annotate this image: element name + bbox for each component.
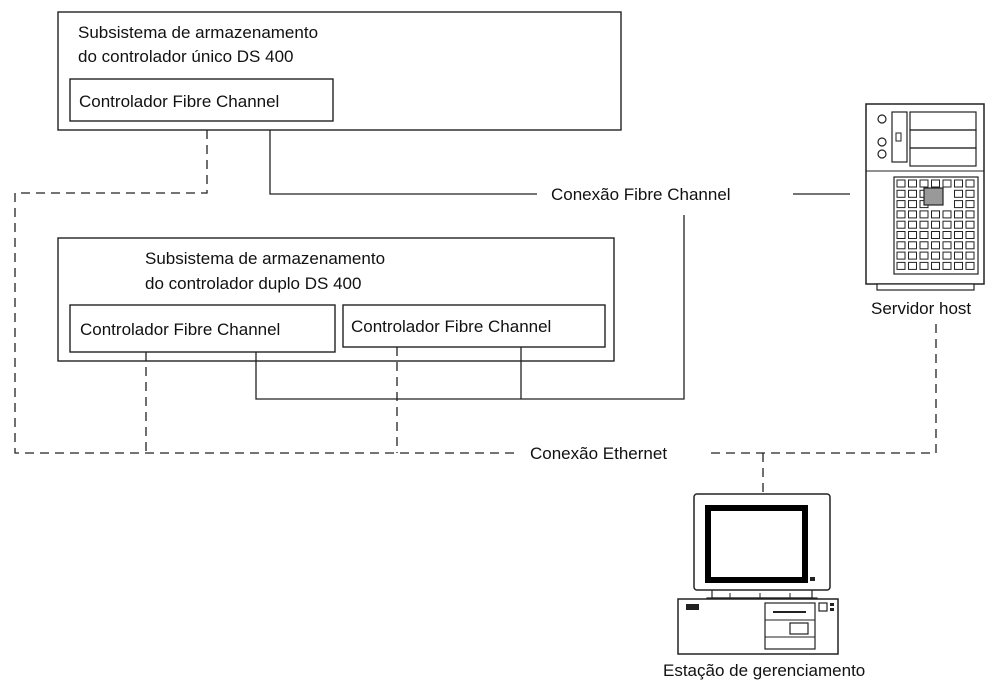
grille-cell xyxy=(954,200,963,209)
grille-cell xyxy=(919,220,929,229)
grille-cell xyxy=(931,251,940,260)
grille-cell xyxy=(965,261,975,270)
grille-cell xyxy=(954,261,963,270)
grille-cell xyxy=(908,231,917,239)
grille-cell xyxy=(965,220,975,229)
grille-cell xyxy=(954,231,963,239)
grille-cell xyxy=(908,241,917,250)
single-subsystem-title-line1: Subsistema de armazenamento xyxy=(78,23,318,42)
grille-cell xyxy=(919,231,929,239)
grille-cell xyxy=(908,179,917,188)
grille-cell xyxy=(896,251,906,260)
host-server-label: Servidor host xyxy=(871,299,971,318)
grille-cell xyxy=(908,210,917,219)
grille-cell xyxy=(942,251,952,260)
grille-cell xyxy=(931,241,940,250)
grille-cell xyxy=(919,241,929,250)
single-fc-controller-box xyxy=(69,78,334,122)
grille-cell xyxy=(919,251,929,260)
grille-cell xyxy=(919,210,929,219)
dual-fc-controller-b-box xyxy=(342,304,606,348)
grille-cell xyxy=(942,261,952,270)
grille-cell xyxy=(954,241,963,250)
grille-cell xyxy=(965,179,975,188)
grille-cell xyxy=(931,220,940,229)
grille-cell xyxy=(931,231,940,239)
grille-cell xyxy=(954,210,963,219)
grille-cell xyxy=(931,179,940,188)
grille-cell xyxy=(965,241,975,250)
grille-cell xyxy=(908,261,917,270)
grille-cell xyxy=(896,179,906,188)
single-subsystem-title-line2: do controlador único DS 400 xyxy=(78,47,293,66)
fibre-connection-label: Conexão Fibre Channel xyxy=(551,185,731,204)
dual-controller-subsystem: Subsistema de armazenamento do controlad… xyxy=(57,237,615,362)
grille-cell xyxy=(896,231,906,239)
ethernet-loop xyxy=(14,130,515,454)
single-controller-subsystem: Subsistema de armazenamento do controlad… xyxy=(57,11,622,131)
grille-cell xyxy=(908,189,917,198)
fibre-link-single xyxy=(269,130,537,195)
desktop-computer-icon xyxy=(677,493,839,655)
grille-cell xyxy=(954,179,963,188)
grille-cell xyxy=(965,210,975,219)
grille-cell xyxy=(919,261,929,270)
management-station-label: Estação de gerenciamento xyxy=(663,661,865,680)
grille-cell xyxy=(931,210,940,219)
grille-cell xyxy=(965,251,975,260)
grille-cell xyxy=(896,261,906,270)
grille-cell xyxy=(954,251,963,260)
dual-fc-controller-a-label: Controlador Fibre Channel xyxy=(80,320,280,339)
grille-cell xyxy=(942,179,952,188)
dual-subsystem-title-line2: do controlador duplo DS 400 xyxy=(145,274,361,293)
grille-cell xyxy=(896,200,906,209)
dual-subsystem-title-line1: Subsistema de armazenamento xyxy=(145,249,385,268)
grille-cell xyxy=(919,179,929,188)
single-fc-controller-label: Controlador Fibre Channel xyxy=(79,92,279,111)
server-tower-icon xyxy=(865,103,985,291)
fibre-channel-links: Conexão Fibre Channel xyxy=(255,130,850,400)
fibre-link-dual-bus xyxy=(255,215,685,400)
ethernet-connection-label: Conexão Ethernet xyxy=(530,444,667,463)
grille-cell xyxy=(965,231,975,239)
grille-cell xyxy=(942,241,952,250)
grille-cell xyxy=(931,261,940,270)
grille-cell xyxy=(908,251,917,260)
grille-cell xyxy=(896,241,906,250)
server-grille xyxy=(896,179,975,270)
ethernet-links: Conexão Ethernet xyxy=(14,130,937,495)
grille-cell xyxy=(908,220,917,229)
grille-cell xyxy=(896,220,906,229)
grille-cell xyxy=(954,189,963,198)
grille-cell xyxy=(942,220,952,229)
grille-cell xyxy=(942,210,952,219)
dual-fc-controller-b-label: Controlador Fibre Channel xyxy=(351,317,551,336)
grille-cell xyxy=(965,189,975,198)
grille-cell xyxy=(896,210,906,219)
grille-cell xyxy=(954,220,963,229)
grille-cell xyxy=(942,231,952,239)
ethernet-host-link xyxy=(711,322,937,454)
grille-cell xyxy=(965,200,975,209)
dual-fc-controller-a-box xyxy=(69,304,336,353)
grille-cell xyxy=(908,200,917,209)
grille-cell xyxy=(896,189,906,198)
